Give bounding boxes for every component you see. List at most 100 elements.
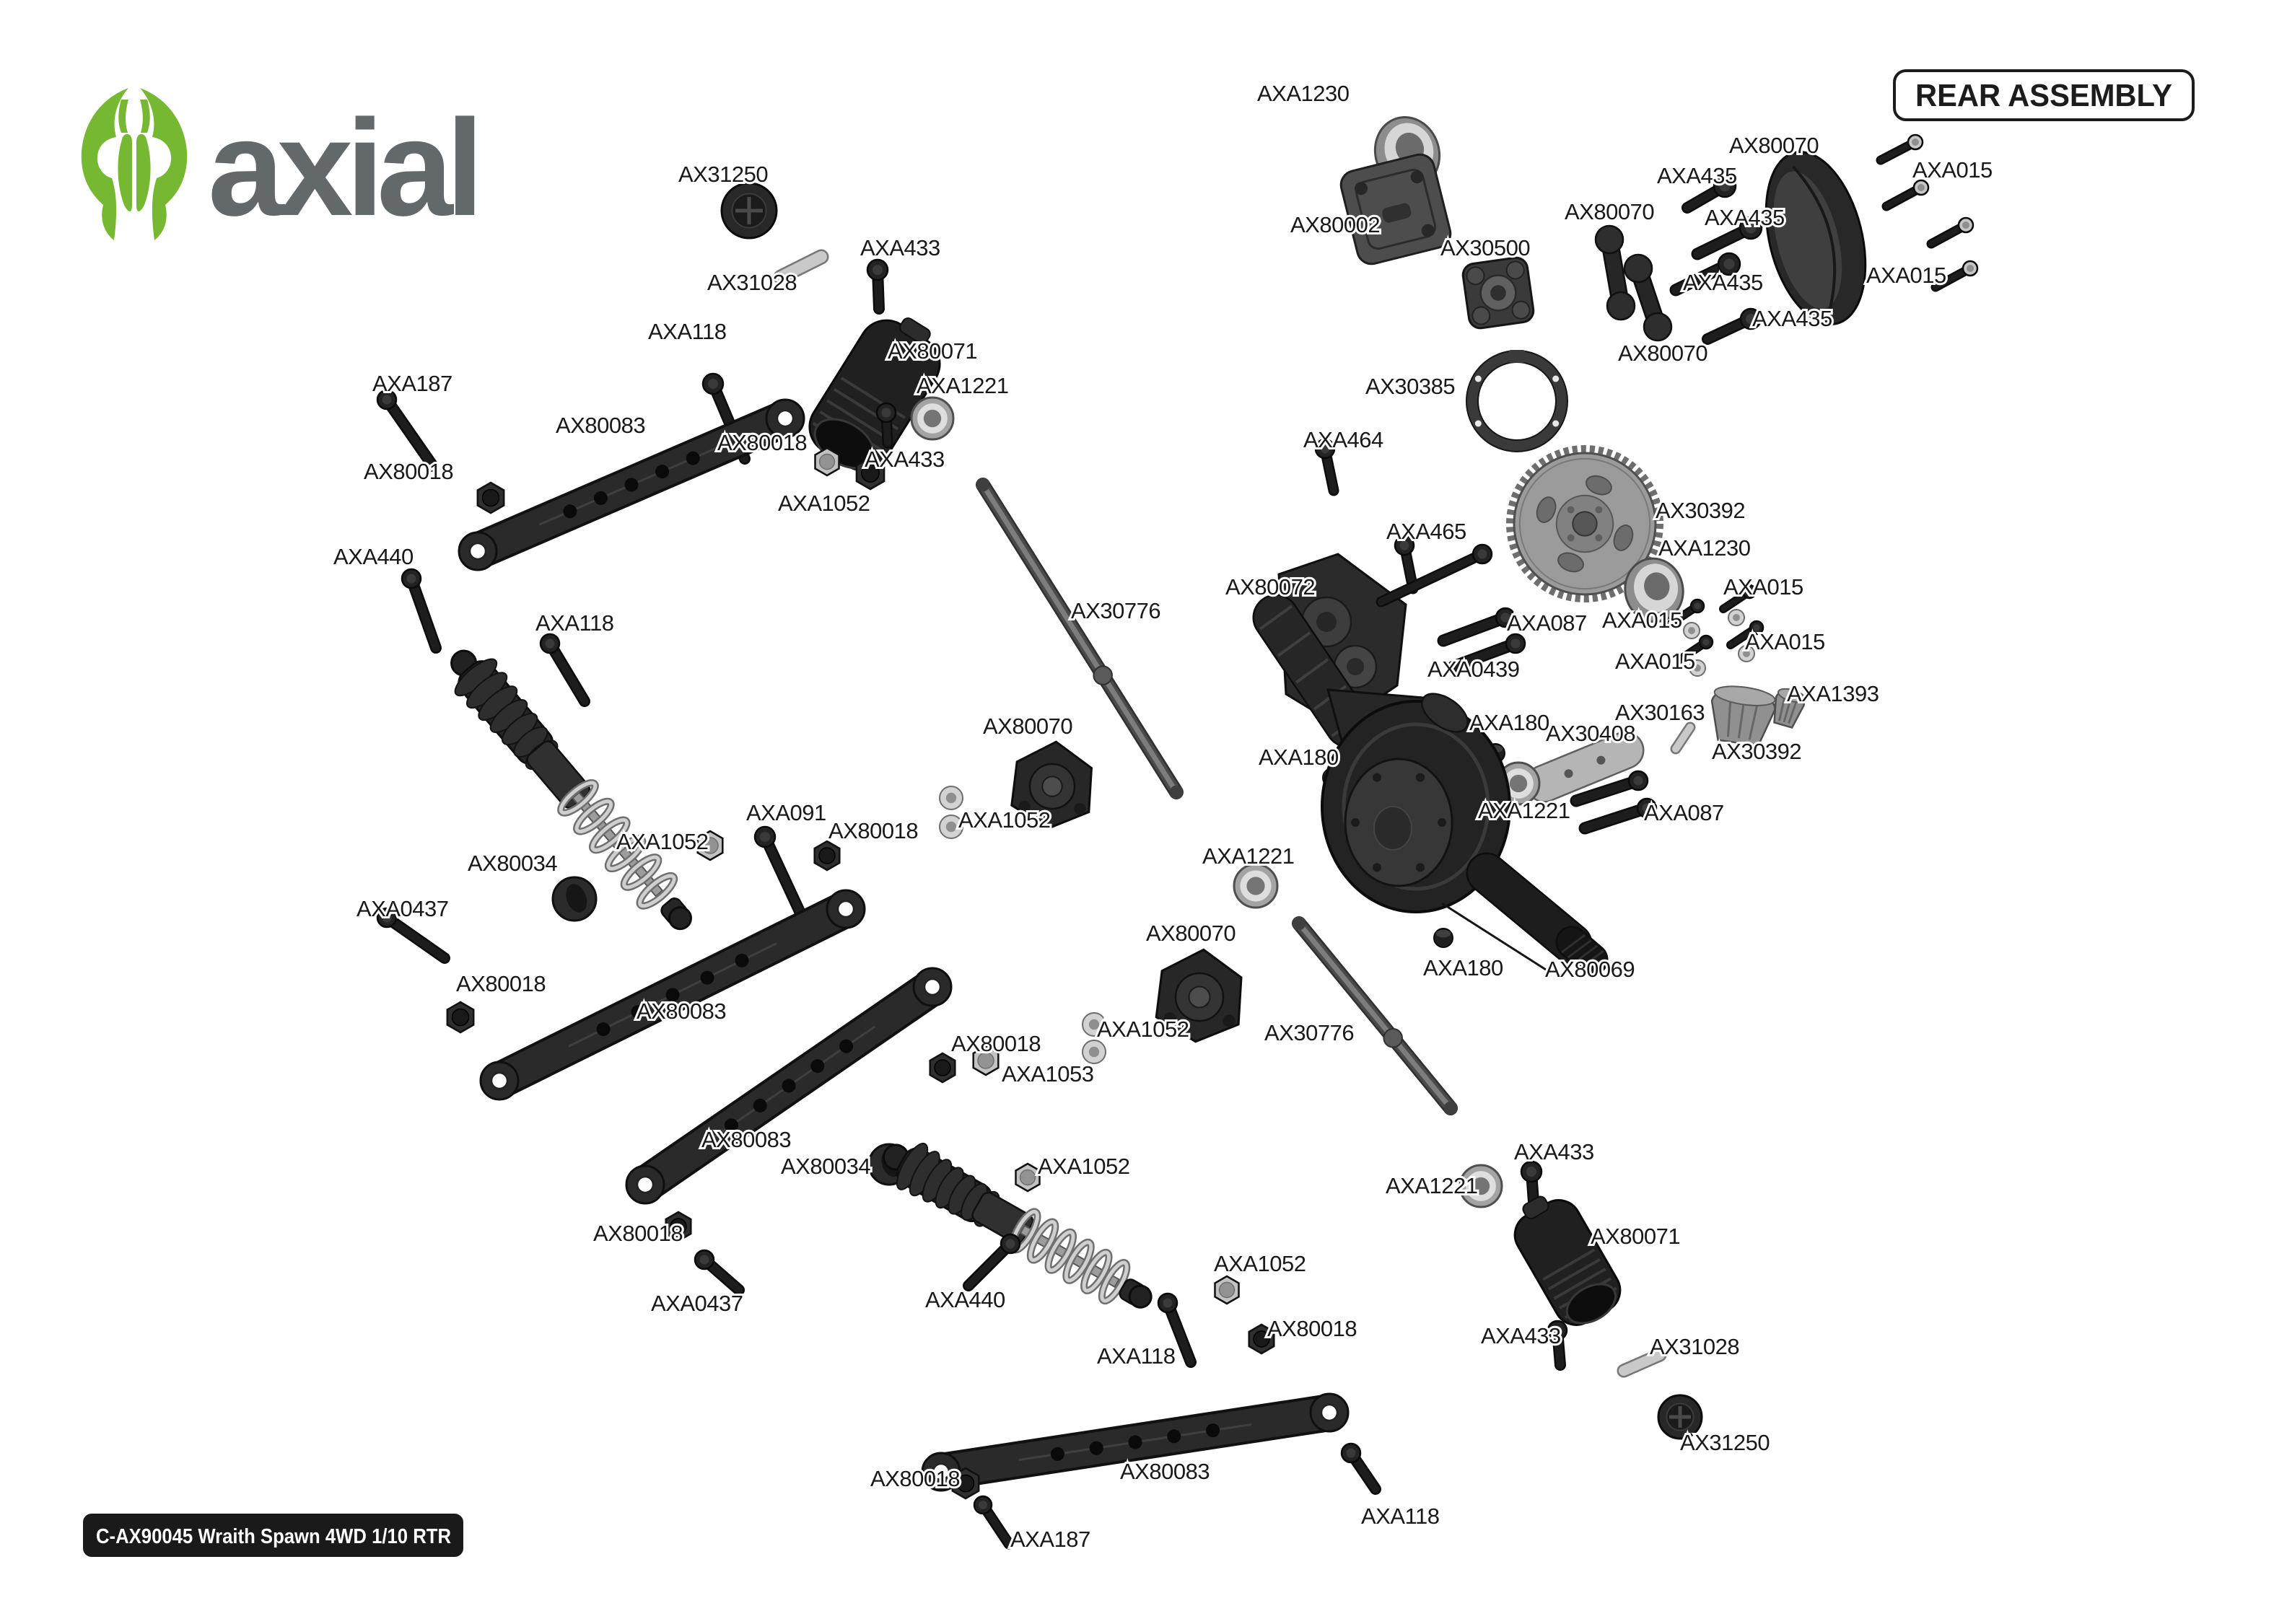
part-label: AX31250 bbox=[678, 162, 768, 187]
part-label: AX80083 bbox=[701, 1127, 791, 1152]
part-nut-ax80018 bbox=[929, 1052, 956, 1084]
part-label: AXA440 bbox=[333, 544, 414, 569]
part-label: AXA1052 bbox=[778, 491, 870, 516]
part-label: AX80083 bbox=[637, 998, 726, 1024]
part-bearing-axa1221 bbox=[1233, 863, 1279, 909]
part-label: AXA1052 bbox=[1097, 1017, 1189, 1042]
part-pinion-axa1393 bbox=[1773, 688, 1806, 729]
part-coupler-ax80071 bbox=[808, 317, 941, 472]
part-screw-axa087 bbox=[1578, 797, 1658, 835]
part-label: AXA1053 bbox=[1002, 1061, 1094, 1087]
part-washer-axa1052 bbox=[1082, 1012, 1106, 1037]
part-label: AX80018 bbox=[951, 1031, 1041, 1056]
part-screw-axa433 bbox=[866, 258, 889, 315]
part-screw-axa118 bbox=[1157, 1292, 1197, 1368]
part-label: AX31250 bbox=[1680, 1430, 1770, 1455]
part-label: AXA0437 bbox=[651, 1291, 743, 1316]
part-shock-absorber bbox=[450, 649, 692, 931]
part-screw-axa087 bbox=[1447, 633, 1526, 673]
part-screw-axa087 bbox=[1437, 607, 1516, 647]
part-nut-ax80018 bbox=[855, 456, 885, 491]
part-label: AX80072 bbox=[1225, 574, 1315, 600]
part-label: AXA433 bbox=[1481, 1323, 1561, 1348]
part-label: AXA015 bbox=[1723, 574, 1803, 600]
brand-wordmark: axial bbox=[208, 92, 477, 245]
part-plug-axa180 bbox=[1433, 928, 1453, 948]
part-label: AX80002 bbox=[1290, 212, 1380, 237]
part-label: AX80071 bbox=[888, 338, 977, 364]
part-nut-ax80018 bbox=[813, 840, 841, 872]
part-label: AX80069 bbox=[1545, 957, 1635, 982]
part-label: AXA433 bbox=[865, 447, 945, 472]
part-screw-axa087 bbox=[1570, 770, 1649, 807]
part-screw-axa435 bbox=[1682, 174, 1737, 214]
part-label: AXA1221 bbox=[1202, 843, 1295, 869]
part-label: AX80018 bbox=[828, 818, 918, 843]
part-label: AX80070 bbox=[1729, 133, 1819, 158]
part-gasket-ax30385 bbox=[1466, 350, 1568, 452]
part-label: AXA180 bbox=[1469, 710, 1549, 735]
footer-model-label: C-AX90045 Wraith Spawn 4WD 1/10 RTR bbox=[96, 1525, 451, 1548]
part-label: AXA1221 bbox=[1478, 798, 1570, 823]
axial-logo-icon bbox=[81, 88, 188, 240]
part-label: AXA087 bbox=[1507, 610, 1587, 636]
part-label: AXA440 bbox=[925, 1287, 1005, 1312]
part-label: AXA435 bbox=[1752, 306, 1832, 331]
part-label: AXA435 bbox=[1683, 270, 1763, 295]
part-label: AXA015 bbox=[1615, 649, 1695, 674]
part-label: AXA1052 bbox=[616, 829, 709, 854]
part-screw-axa433 bbox=[1547, 1320, 1568, 1371]
part-spur-gear-ax30392 bbox=[1506, 445, 1663, 602]
part-link-ax80083 bbox=[625, 967, 953, 1205]
part-motor-plate-ax80002 bbox=[1339, 153, 1452, 265]
part-screw-axa0437 bbox=[694, 1249, 745, 1296]
part-dogbone-ax80070 bbox=[1594, 224, 1636, 321]
part-label: AXA433 bbox=[1514, 1139, 1594, 1164]
part-screw-axa015 bbox=[1881, 179, 1930, 211]
part-hex-mount-ax80070 bbox=[1010, 740, 1093, 830]
part-label: AX80070 bbox=[983, 714, 1072, 739]
part-label: AX80034 bbox=[468, 851, 557, 876]
part-screw-axa435 bbox=[1669, 252, 1741, 297]
part-screw-axa440 bbox=[963, 1233, 1021, 1291]
part-screw-axa015 bbox=[1667, 598, 1705, 628]
part-washer-axa1052 bbox=[939, 815, 963, 839]
part-hub-ax30500 bbox=[1461, 256, 1535, 330]
part-label: AX31028 bbox=[1650, 1334, 1739, 1359]
part-label: AX31028 bbox=[707, 270, 797, 295]
part-label: AXA180 bbox=[1423, 955, 1503, 980]
part-bearing-axa1221 bbox=[910, 396, 955, 441]
part-label: AXA091 bbox=[746, 800, 826, 825]
part-washer-axa015 bbox=[1689, 659, 1706, 677]
part-label: AXA465 bbox=[1386, 519, 1466, 544]
part-label: AX80071 bbox=[1591, 1224, 1680, 1249]
part-screw-axa015 bbox=[1719, 584, 1757, 613]
part-nut-ax80018 bbox=[1248, 1323, 1275, 1355]
part-nut-ax80018 bbox=[446, 1001, 475, 1034]
part-nut-axa1052 bbox=[814, 447, 840, 477]
part-screw-axa187 bbox=[973, 1495, 1015, 1550]
part-screw-axa464 bbox=[1314, 438, 1339, 496]
part-label: AX30776 bbox=[1264, 1020, 1354, 1045]
part-label: AX30385 bbox=[1365, 374, 1455, 399]
part-screw-axa435 bbox=[1691, 216, 1763, 260]
part-cap-ax31250 bbox=[1657, 1394, 1703, 1440]
part-screw-axa015 bbox=[1876, 133, 1924, 165]
part-cap-ax31250 bbox=[720, 182, 778, 240]
leader-line-ax80069 bbox=[1441, 902, 1547, 971]
part-coupler-ax80071 bbox=[1513, 1195, 1622, 1326]
part-label: AXA118 bbox=[648, 319, 726, 344]
part-bearing-axa1230 bbox=[1624, 557, 1684, 623]
part-link-ax80083 bbox=[458, 398, 805, 571]
part-screw-axa440 bbox=[401, 568, 442, 654]
part-screw-axa0439 bbox=[1376, 543, 1493, 607]
part-nut-ax80018 bbox=[665, 1211, 692, 1242]
part-screw-axa015 bbox=[1926, 216, 1975, 249]
part-screw-axa015 bbox=[1930, 260, 1979, 292]
part-diff-cover-ax80070 bbox=[1764, 151, 1867, 325]
part-screw-axa433 bbox=[875, 402, 897, 449]
part-label: AXA015 bbox=[1745, 629, 1825, 654]
part-shock-absorber bbox=[882, 1142, 1153, 1309]
part-washer-axa015 bbox=[1728, 609, 1745, 626]
